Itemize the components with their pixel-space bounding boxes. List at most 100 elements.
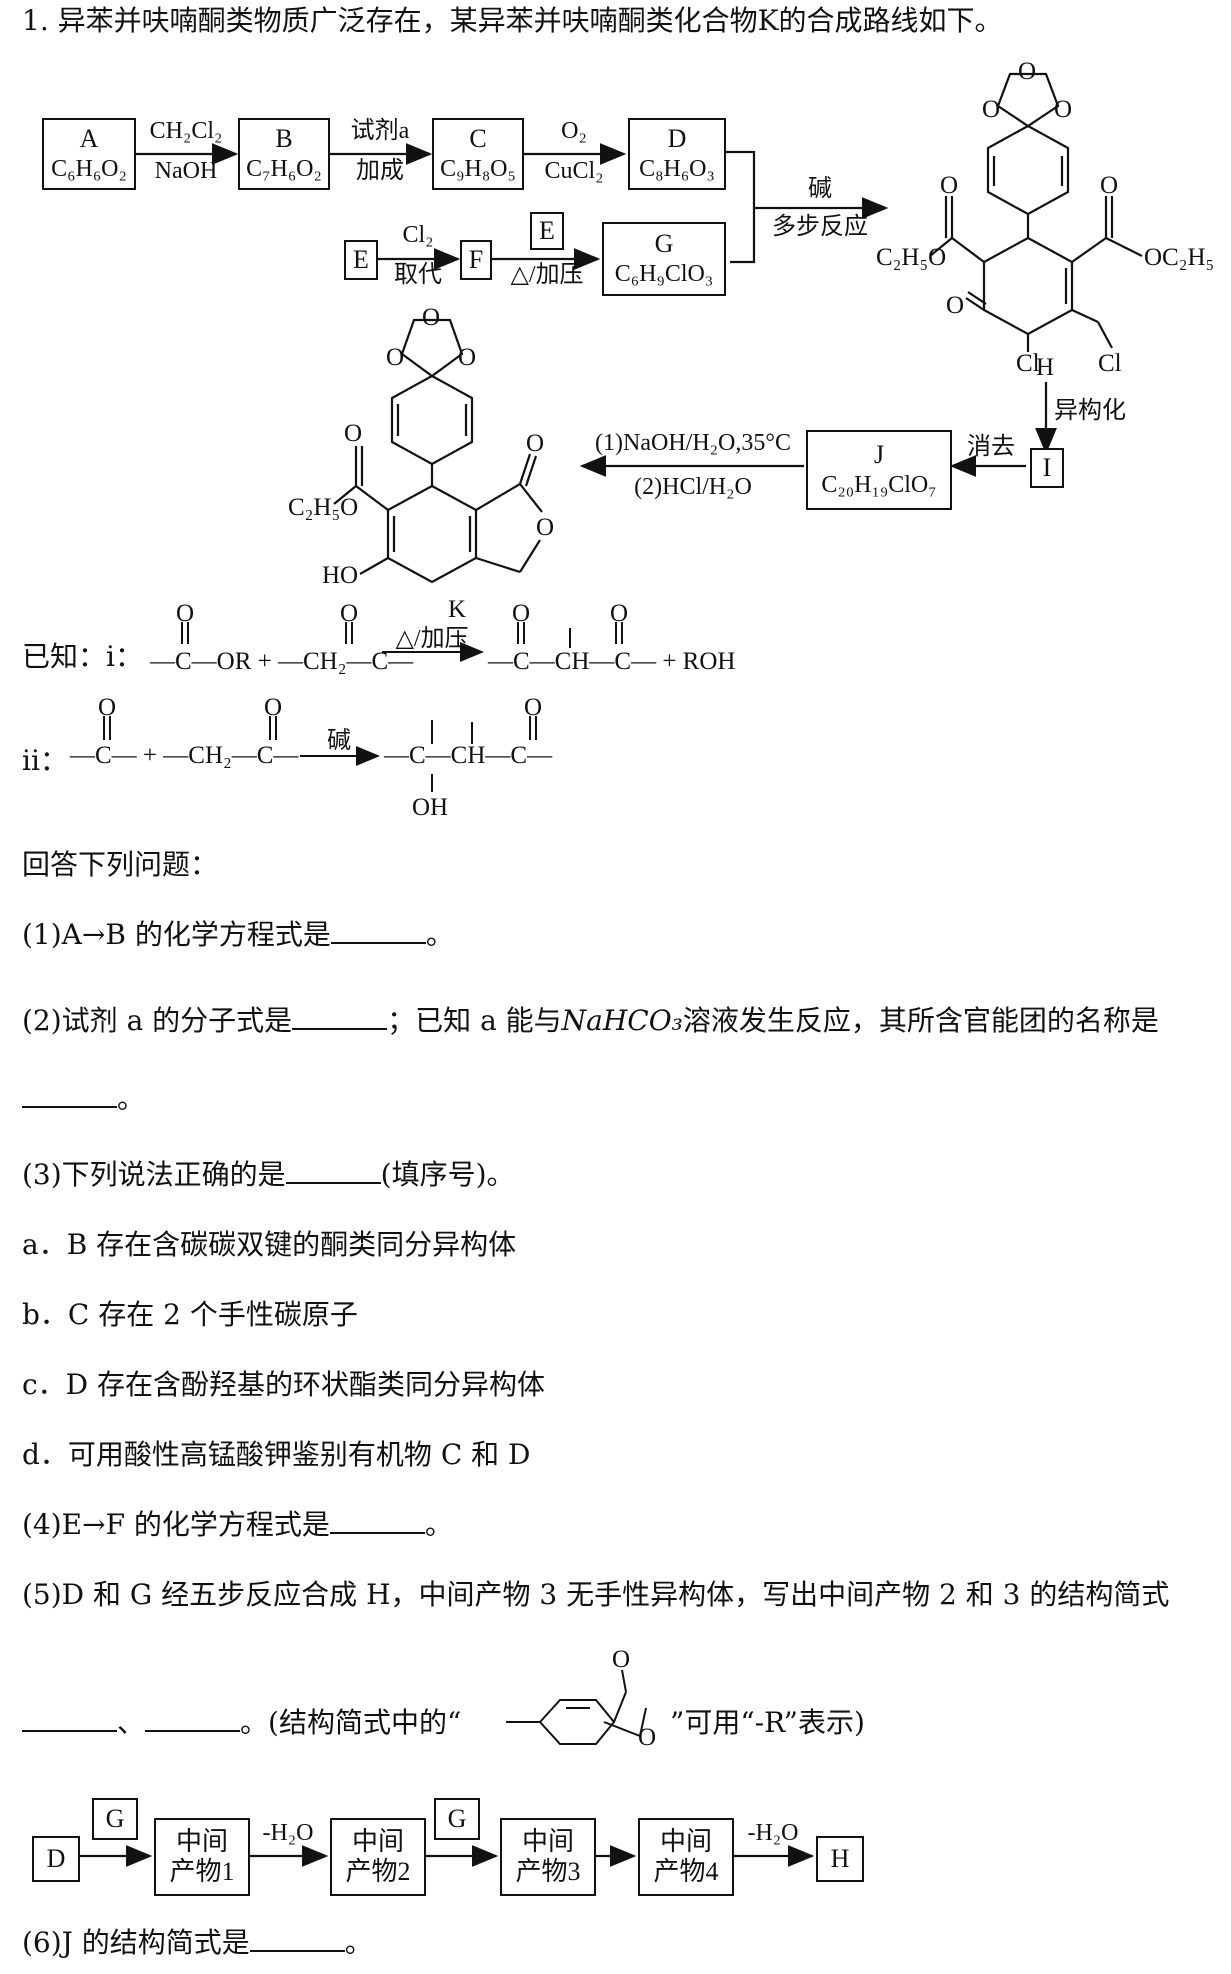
compound-g-box: G C₆H₉ClO₃ [602, 222, 726, 296]
known-i-o2: O [340, 600, 359, 627]
flow-h-box: H [816, 1836, 864, 1882]
answer-blank-1[interactable] [330, 918, 426, 944]
question-6: (6)J 的结构简式是。 [22, 1926, 373, 1959]
known-ii-condition: 碱 [327, 728, 351, 754]
molecule-k [333, 318, 543, 584]
k-lactone-carbonyl-o: O [526, 430, 545, 457]
reagent-e-box: E [530, 212, 564, 250]
question-1: (1)A→B 的化学方程式是。 [22, 918, 454, 951]
k-lactone-ring-o: O [536, 514, 555, 541]
h-label: H [1036, 354, 1055, 381]
compound-f-box: F [460, 240, 492, 280]
k-label: K [448, 596, 467, 623]
answer-blank-5a[interactable] [22, 1706, 117, 1732]
compound-d-box: D C₈H₆O₃ [628, 118, 726, 190]
cond-c-d-bottom: CuCl₂ [544, 158, 604, 184]
compound-i-box: I [1030, 448, 1064, 488]
flow-intermediate-4-box: 中间产物4 [638, 1818, 734, 1896]
known-i-condition: △/加压 [395, 626, 469, 652]
h-ketone-o: O [946, 292, 965, 319]
k-o-top: O [422, 304, 441, 331]
compound-b-box: B C₇H₆O₂ [238, 118, 330, 190]
flow-d-box: D [32, 1836, 80, 1882]
known-ii-reactants: —C— + —CH₂—C— [70, 742, 299, 769]
answer-heading: 回答下列问题： [22, 848, 219, 881]
cond-b-c-bottom: 加成 [356, 158, 404, 184]
question-5: (5)D 和 G 经五步反应合成 H，中间产物 3 无手性异构体，写出中间产物 … [22, 1578, 1170, 1611]
known-i-products: —C—CH—C— + ROH [488, 648, 736, 675]
flow-intermediate-1-box: 中间产物1 [154, 1818, 250, 1896]
cond-j-k-bottom: (2)HCl/H₂O [634, 474, 752, 500]
compound-c-box: C C₉H₈O₅ [432, 118, 524, 190]
h-ethoxy-right: OC₂H₅ [1144, 244, 1215, 271]
known-i-o1: O [176, 600, 195, 627]
answer-blank-2a[interactable] [292, 1004, 388, 1030]
h-cl-2: Cl [1098, 350, 1122, 377]
h-ethoxy-left: C₂H₅O [876, 244, 947, 271]
bracket-d-g [726, 150, 756, 264]
molecule-h [929, 72, 1143, 352]
h-o-top: O [1018, 58, 1037, 85]
flow-h2o-2: -H₂O [747, 1820, 799, 1846]
known-ii-products: —C—CH—C— [384, 742, 553, 769]
h-o-left: O [982, 96, 1001, 123]
known-bonds [103, 622, 623, 792]
cond-e-f-top: Cl₂ [402, 222, 434, 248]
flow-g1-box: G [92, 1798, 138, 1840]
answer-blank-3[interactable] [285, 1158, 381, 1184]
r-group-o-bottom: O [638, 1724, 657, 1751]
known-i-o3: O [512, 600, 531, 627]
question-2-cont: 。 [22, 1082, 145, 1116]
question-5-note: ”可用“-R”表示) [670, 1706, 865, 1739]
answer-blank-5b[interactable] [145, 1706, 241, 1732]
question-2: (2)试剂 a 的分子式是；已知 a 能与NaHCO₃溶液发生反应，其所含官能团… [22, 1004, 1159, 1037]
cond-to-h-top: 碱 [808, 176, 832, 202]
compound-a-box: A C₆H₆O₂ [42, 118, 136, 190]
cond-j-k-top: (1)NaOH/H₂O,35°C [595, 430, 791, 456]
question-number: 1. [22, 4, 49, 37]
cond-to-h-bottom: 多步反应 [772, 214, 868, 240]
k-ethoxy: C₂H₅O [288, 494, 359, 521]
r-group-o-top: O [612, 1646, 631, 1673]
r-group-structure [506, 1669, 647, 1745]
k-o-left: O [386, 344, 405, 371]
h-o-right: O [1054, 96, 1073, 123]
option-d: d．可用酸性高锰酸钾鉴别有机物 C 和 D [22, 1438, 531, 1471]
question-intro: 1. 异苯并呋喃酮类物质广泛存在，某异苯并呋喃酮类化合物K的合成路线如下。 [22, 4, 1003, 37]
known-ii-o3: O [524, 694, 543, 721]
known-ii-oh: OH [412, 794, 449, 821]
h-ester-o-left: O [940, 172, 959, 199]
cond-a-b-top: CH₂Cl₂ [149, 118, 223, 144]
cond-i-j: 消去 [967, 434, 1015, 460]
flow-intermediate-3-box: 中间产物3 [500, 1818, 596, 1896]
flow-g2-box: G [434, 1798, 480, 1840]
answer-blank-4[interactable] [329, 1508, 425, 1534]
known-ii-o1: O [98, 694, 117, 721]
cond-e-f-bottom: 取代 [394, 262, 442, 288]
flow-intermediate-2-box: 中间产物2 [330, 1818, 426, 1896]
compound-e-box: E [344, 240, 378, 280]
k-ester-o: O [344, 420, 363, 447]
option-b: b．C 存在 2 个手性碳原子 [22, 1298, 358, 1331]
cond-f-g-bottom: △/加压 [510, 262, 584, 288]
question-4: (4)E→F 的化学方程式是。 [22, 1508, 453, 1541]
cond-a-b-bottom: NaOH [154, 158, 218, 184]
cond-c-d-top: O₂ [561, 118, 587, 144]
compound-j-box: J C₂₀H₁₉ClO₇ [806, 430, 952, 510]
answer-blank-2b[interactable] [22, 1082, 117, 1108]
option-a: a．B 存在含碳碳双键的酮类同分异构体 [22, 1228, 517, 1261]
known-label: 已知：i： [22, 640, 143, 673]
known-i-o4: O [610, 600, 629, 627]
known-ii-o2: O [264, 694, 283, 721]
k-o-right: O [458, 344, 477, 371]
question-3: (3)下列说法正确的是(填序号)。 [22, 1158, 515, 1191]
flow-h2o-1: -H₂O [262, 1820, 314, 1846]
h-cl-1: Cl [1016, 350, 1040, 377]
answer-blank-6[interactable] [249, 1926, 345, 1952]
question-5-cont: 、。(结构简式中的“ [22, 1706, 461, 1740]
known-i-reactants: —C—OR + —CH₂—C— [150, 648, 414, 675]
k-hydroxy: HO [322, 562, 359, 589]
cond-h-i: 异构化 [1054, 398, 1126, 424]
cond-b-c-top: 试剂a [350, 118, 410, 144]
